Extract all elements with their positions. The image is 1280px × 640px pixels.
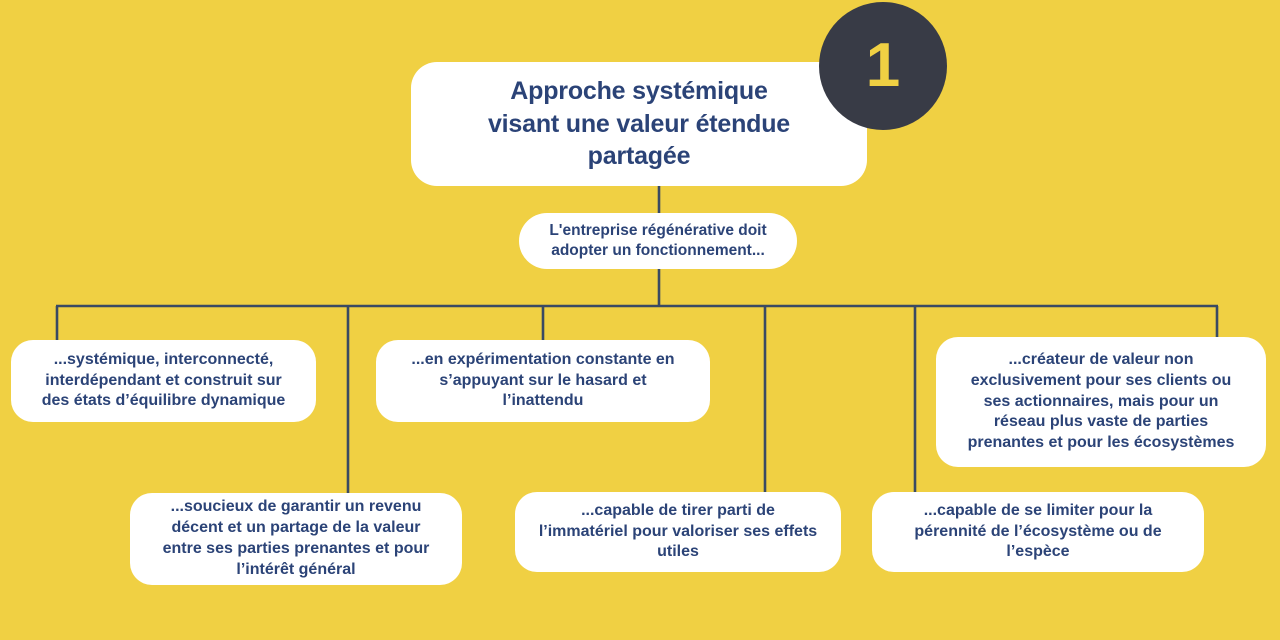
branch-card-text: ...en expérimentation constante en s’app… bbox=[411, 350, 675, 410]
branch-card-systemique: ...systémique, interconnecté, interdépen… bbox=[11, 340, 316, 422]
branch-card-experimentation: ...en expérimentation constante en s’app… bbox=[376, 340, 710, 422]
branch-card-createur-de-valeur: ...créateur de valeur non exclusivement … bbox=[936, 337, 1266, 467]
branch-card-text: ...capable de tirer parti de l’immatérie… bbox=[538, 501, 818, 561]
branch-card-text: ...créateur de valeur non exclusivement … bbox=[967, 351, 1235, 452]
branch-card-text: ...capable de se limiter pour la pérenni… bbox=[914, 501, 1162, 561]
branch-card-revenu-decent: ...soucieux de garantir un revenu décent… bbox=[130, 493, 462, 585]
step-number-badge: 1 bbox=[819, 2, 947, 130]
subtitle-card: L'entreprise régénérative doit adopter u… bbox=[519, 213, 797, 269]
root-title-card: Approche systémique visant une valeur ét… bbox=[411, 62, 867, 186]
step-number-text: 1 bbox=[865, 31, 901, 100]
root-title-text: Approche systémique visant une valeur ét… bbox=[487, 77, 791, 171]
branch-card-immateriel: ...capable de tirer parti de l’immatérie… bbox=[515, 492, 841, 572]
branch-card-text: ...soucieux de garantir un revenu décent… bbox=[162, 498, 430, 578]
branch-card-text: ...systémique, interconnecté, interdépen… bbox=[41, 350, 286, 410]
subtitle-text: L'entreprise régénérative doit adopter u… bbox=[549, 221, 767, 259]
branch-card-se-limiter: ...capable de se limiter pour la pérenni… bbox=[872, 492, 1204, 572]
